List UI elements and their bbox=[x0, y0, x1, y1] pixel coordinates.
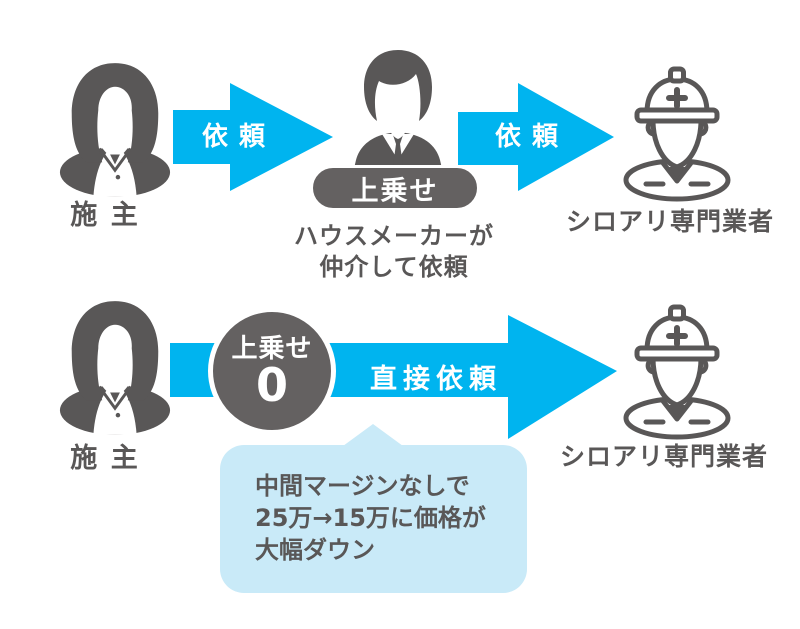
bubble-pointer-triangle bbox=[343, 424, 403, 446]
price-note-bubble: 中間マージンなしで 25万→15万に価格が 大幅ダウン bbox=[220, 424, 527, 593]
middleman-caption-line2: 仲介して依頼 bbox=[319, 253, 469, 281]
termite-specialist-label: シロアリ専門業者 bbox=[565, 207, 774, 236]
price-note-text: 中間マージンなしで 25万→15万に価格が 大幅ダウン bbox=[220, 445, 527, 566]
request-arrow-2 bbox=[458, 83, 614, 191]
zero-markup-circle-label: 上乗せ bbox=[231, 334, 313, 364]
zero-markup-circle-value: 0 bbox=[255, 358, 288, 412]
termite-specialist-label-2: シロアリ専門業者 bbox=[559, 442, 768, 471]
homeowner-icon-2 bbox=[56, 296, 174, 436]
homeowner-label: 施 主 bbox=[70, 200, 140, 231]
middleman-caption-line1: ハウスメーカーが bbox=[294, 222, 494, 250]
zero-markup-circle: 上乗せ 0 bbox=[208, 307, 336, 435]
termite-specialist-icon-2 bbox=[611, 298, 743, 440]
price-note-line2: 25万→15万に価格が bbox=[255, 504, 486, 532]
price-note-line1: 中間マージンなしで bbox=[255, 472, 470, 500]
markup-badge: 上乗せ bbox=[310, 165, 480, 211]
request-arrow-2-label: 依 頼 bbox=[494, 122, 560, 152]
homeowner-label-2: 施 主 bbox=[70, 443, 140, 474]
request-arrow-1 bbox=[173, 83, 333, 191]
direct-request-arrow-label: 直接依頼 bbox=[370, 364, 502, 395]
termite-specialist-icon bbox=[611, 60, 743, 202]
middleman-caption: ハウスメーカーが 仲介して依頼 bbox=[285, 221, 503, 283]
request-arrow-1-label: 依 頼 bbox=[201, 122, 267, 152]
price-note-line3: 大幅ダウン bbox=[255, 536, 375, 564]
homeowner-icon bbox=[56, 58, 174, 198]
